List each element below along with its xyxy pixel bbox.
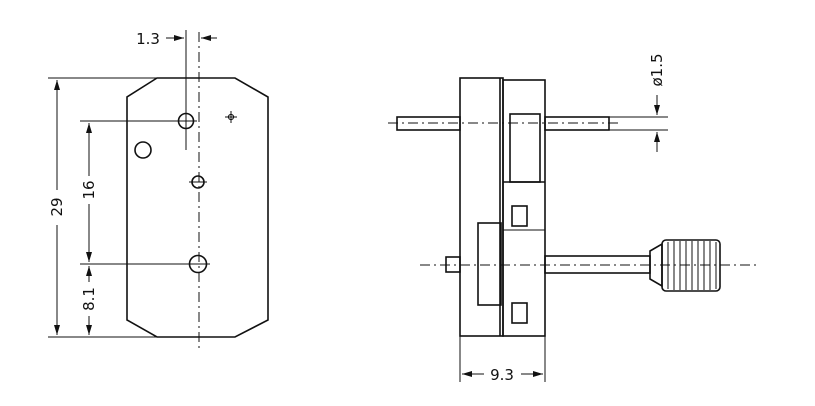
dim-text-hole-spacing: 16: [80, 180, 98, 199]
inner-slider: [477, 222, 502, 306]
knurled-knob-icon: [649, 239, 721, 292]
boss-upper: [511, 205, 528, 227]
boss-lower: [511, 302, 528, 324]
mounting-hole-left: [134, 141, 152, 159]
dim-text-hole-bottom: 8.1: [80, 287, 98, 311]
upper-pocket: [509, 113, 541, 183]
side-body-plate: [459, 77, 504, 337]
front-view: 29 16 8.1 1.3: [48, 30, 269, 348]
dim-text-shaft-diameter: ø1.5: [648, 53, 666, 86]
side-body-cover: [502, 79, 546, 337]
front-body-outline: [126, 77, 269, 338]
dim-text-height-total: 29: [48, 197, 66, 216]
dim-text-body-thickness: 9.3: [490, 366, 514, 384]
dim-text-offset: 1.3: [136, 30, 160, 48]
side-view: ø1.5 9.3: [388, 53, 760, 384]
